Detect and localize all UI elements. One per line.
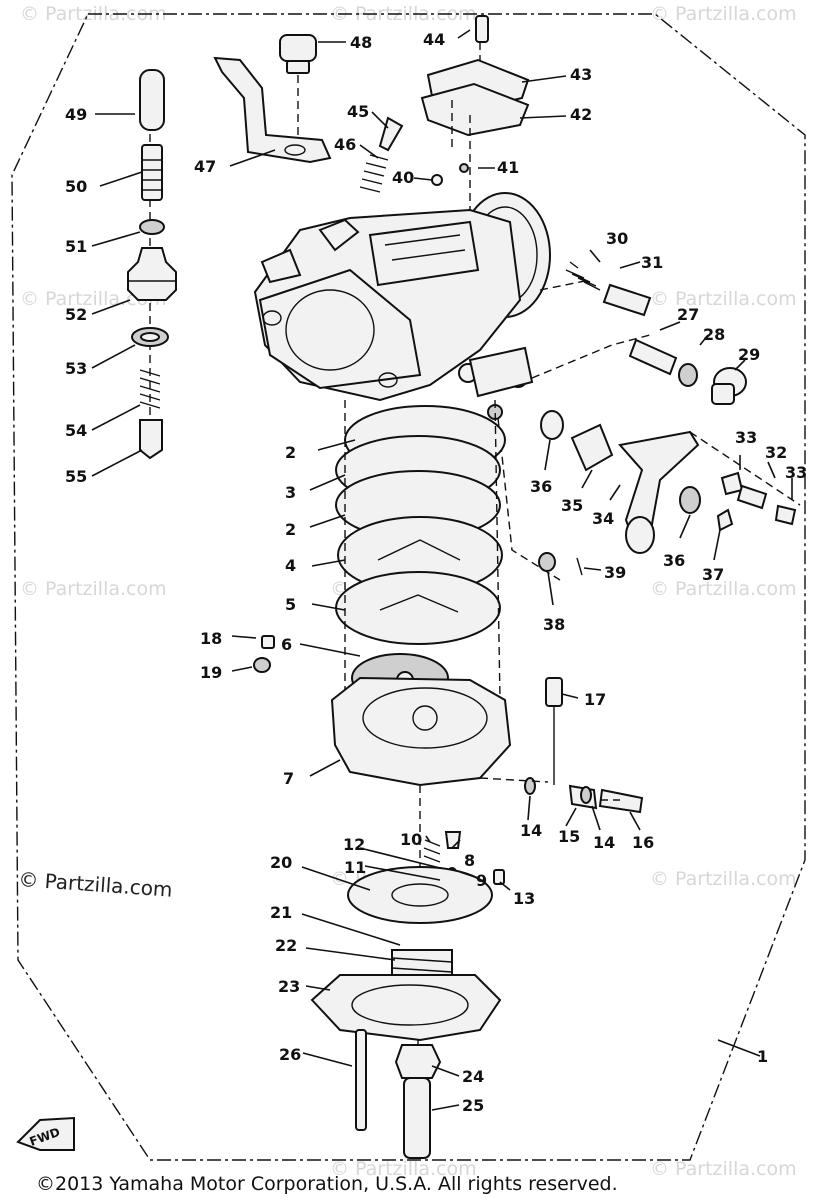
callout-26: 26 (279, 1045, 301, 1064)
needle-valve-stack (127, 69, 177, 460)
callout-14: 14 (520, 821, 542, 840)
callout-21: 21 (270, 903, 292, 922)
callout-31: 31 (641, 253, 663, 272)
callout-35: 35 (561, 496, 583, 515)
callout-50: 50 (65, 177, 87, 196)
watermark: © Partzilla.com (20, 288, 167, 310)
watermark: © Partzilla.com (650, 1158, 797, 1180)
leader-lines (91, 29, 793, 1111)
watermark-main: © Partzilla.com (18, 867, 174, 902)
callout-6: 6 (281, 635, 292, 654)
callout-33: 33 (785, 463, 807, 482)
copyright-text: ©2013 Yamaha Motor Corporation, U.S.A. A… (36, 1173, 618, 1195)
callout-7: 7 (283, 769, 294, 788)
pump-shaft (479, 677, 644, 814)
callout-5: 5 (285, 595, 296, 614)
callout-16: 16 (632, 833, 654, 852)
callout-47: 47 (194, 157, 216, 176)
callout-45: 45 (347, 102, 369, 121)
callout-38: 38 (543, 615, 565, 634)
callout-20: 20 (270, 853, 292, 872)
callout-11: 11 (344, 858, 366, 877)
lower-cover-assembly (310, 785, 505, 1159)
callout-18: 18 (200, 629, 222, 648)
watermark: © Partzilla.com (650, 288, 797, 310)
callout-19: 19 (200, 663, 222, 682)
fwd-arrow: FWD (16, 1116, 75, 1151)
watermark: © Partzilla.com (330, 1158, 477, 1180)
callout-43: 43 (570, 65, 592, 84)
callout-4: 4 (285, 556, 296, 575)
callout-36: 36 (530, 477, 552, 496)
callout-30: 30 (606, 229, 628, 248)
callout-28: 28 (703, 325, 725, 344)
callout-1: 1 (757, 1047, 768, 1066)
callout-3: 3 (285, 483, 296, 502)
callout-34: 34 (592, 509, 614, 528)
callout-24: 24 (462, 1067, 484, 1086)
callout-15: 15 (558, 827, 580, 846)
callout-2: 2 (285, 520, 296, 539)
throttle-lever (497, 410, 801, 581)
callout-2: 2 (285, 443, 296, 462)
watermark: © Partzilla.com (650, 3, 797, 25)
callout-10: 10 (400, 830, 422, 849)
callout-14: 14 (593, 833, 615, 852)
callout-46: 46 (334, 135, 356, 154)
top-plate (420, 15, 530, 240)
callout-36: 36 (663, 551, 685, 570)
callout-41: 41 (497, 158, 519, 177)
callout-55: 55 (65, 467, 87, 486)
callout-39: 39 (604, 563, 626, 582)
callout-9: 9 (476, 871, 487, 890)
diaphragm-stack (335, 399, 506, 703)
callout-17: 17 (584, 690, 606, 709)
top-bracket (213, 34, 332, 164)
callout-40: 40 (392, 168, 414, 187)
callout-49: 49 (65, 105, 87, 124)
carburetor-body (253, 192, 551, 420)
callout-29: 29 (738, 345, 760, 364)
assembly-boundary (11, 13, 806, 1161)
callout-53: 53 (65, 359, 87, 378)
callout-12: 12 (343, 835, 365, 854)
callout-52: 52 (65, 305, 87, 324)
callout-23: 23 (278, 977, 300, 996)
pump-body (253, 635, 512, 787)
callout-27: 27 (677, 305, 699, 324)
watermark: © Partzilla.com (20, 578, 167, 600)
adjusting-screws (531, 261, 747, 405)
callout-32: 32 (765, 443, 787, 462)
callout-54: 54 (65, 421, 87, 440)
callout-33: 33 (735, 428, 757, 447)
watermark: © Partzilla.com (330, 3, 477, 25)
callout-13: 13 (513, 889, 535, 908)
callout-22: 22 (275, 936, 297, 955)
callout-44: 44 (423, 30, 445, 49)
callout-25: 25 (462, 1096, 484, 1115)
watermark: © Partzilla.com (650, 868, 797, 890)
callout-42: 42 (570, 105, 592, 124)
callout-8: 8 (464, 851, 475, 870)
watermark: © Partzilla.com (650, 578, 797, 600)
idle-screw-parts (359, 116, 469, 193)
callout-numbers: 1 2 3 2 4 5 6 7 8 9 10 11 12 13 14 15 14… (65, 30, 807, 1115)
callout-48: 48 (350, 33, 372, 52)
callout-37: 37 (702, 565, 724, 584)
callout-51: 51 (65, 237, 87, 256)
